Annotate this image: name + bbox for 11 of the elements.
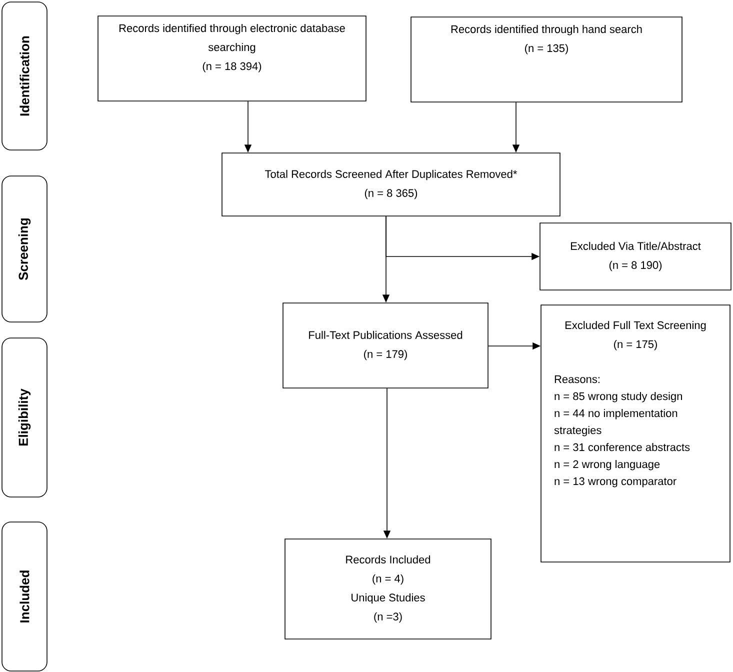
process-box: Full-Text Publications Assessed (n = 179) (282, 302, 488, 388)
process-box: Excluded Via Title/Abstract (n = 8 190) (540, 222, 732, 290)
stage-label: Identification (2, 2, 48, 150)
process-box: Records Included (n = 4) Unique Studies (n =3) (284, 538, 492, 640)
stage-label: Eligibility (2, 338, 48, 498)
process-box: Total Records Screened After Duplicates Removed* (n = 8 365) (222, 152, 560, 216)
process-box: Records identified through hand search (n = 135) (410, 16, 682, 102)
stage-label: Screening (2, 176, 48, 322)
stage-label: Included (2, 522, 48, 672)
exclusion-box: Excluded Full Text Screening (n = 175) Reasons: n = 85 wrong study design n = 44 no implementation strategies n = 31 conference abstracts n = 2 wrong language n = 13 wrong comparator (540, 304, 730, 562)
process-box: Records identified through electronic database searching (n = 18 394) (98, 16, 366, 102)
